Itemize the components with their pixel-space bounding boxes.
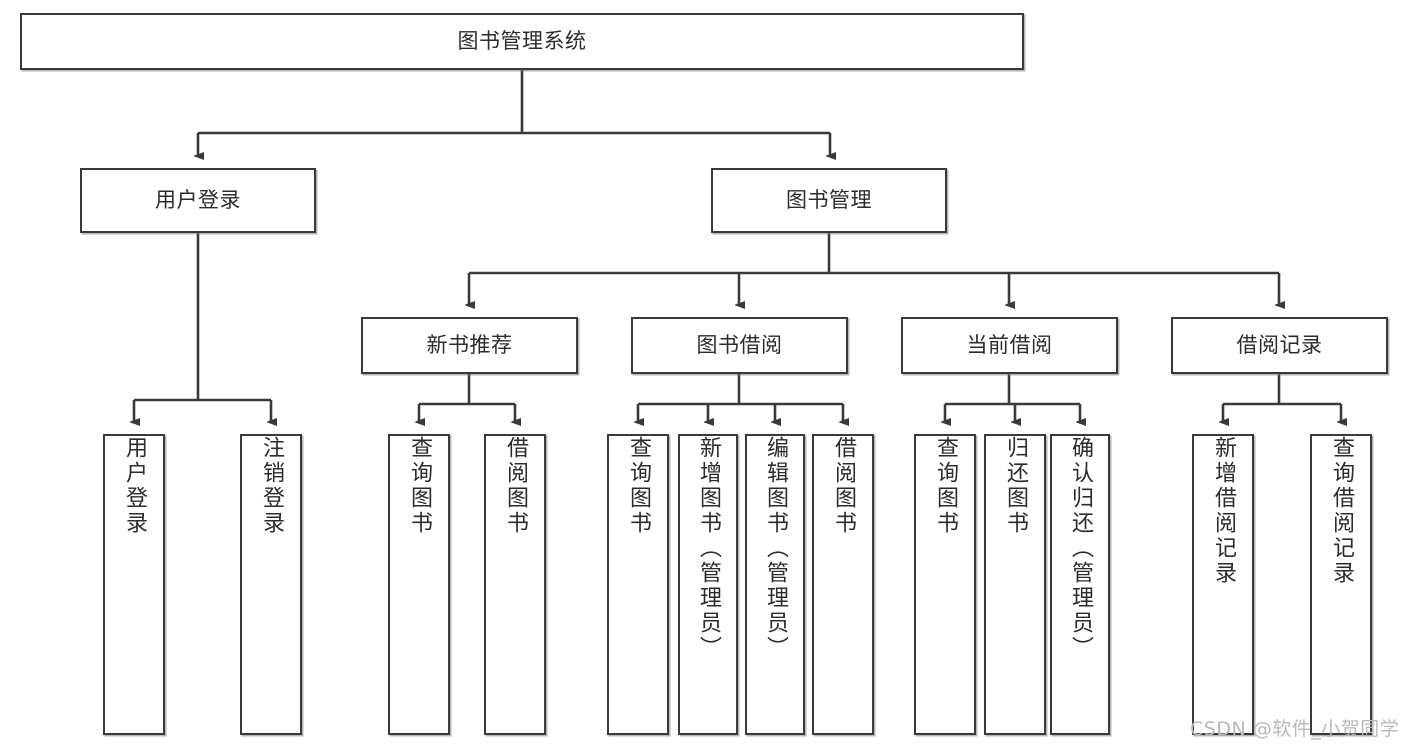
node-borrow-record-label: 借阅记录 xyxy=(1236,333,1323,358)
node-new-book-rec-label: 新书推荐 xyxy=(426,333,513,358)
node-book-manage-label: 图书管理 xyxy=(786,188,872,213)
node-root[interactable]: 图书管理系统 xyxy=(20,13,1024,70)
edge-group-user-login xyxy=(134,233,271,422)
leaf-return-book-label: 归还图书 xyxy=(1003,436,1028,536)
node-user-login[interactable]: 用户登录 xyxy=(80,168,316,233)
node-book-borrow[interactable]: 图书借阅 xyxy=(631,317,848,374)
leaf-query-book-1-label: 查询图书 xyxy=(407,436,432,536)
leaf-add-book-label: 新增图书（管理员） xyxy=(696,436,721,661)
edge-group-root xyxy=(198,70,830,156)
leaf-return-book[interactable]: 归还图书 xyxy=(984,434,1046,735)
leaf-borrow-book-1[interactable]: 借阅图书 xyxy=(484,434,546,735)
edge-group-borrow-record xyxy=(1223,374,1341,422)
leaf-confirm-return[interactable]: 确认归还（管理员） xyxy=(1050,434,1110,735)
leaf-edit-book[interactable]: 编辑图书（管理员） xyxy=(745,434,805,735)
edge-group-book-manage xyxy=(469,233,1279,305)
leaf-user-login-label: 用户登录 xyxy=(122,436,147,536)
node-new-book-rec[interactable]: 新书推荐 xyxy=(361,317,578,374)
leaf-borrow-book-1-label: 借阅图书 xyxy=(503,436,528,536)
leaf-logout-label: 注销登录 xyxy=(259,436,284,536)
node-book-borrow-label: 图书借阅 xyxy=(696,333,783,358)
leaf-query-book-2[interactable]: 查询图书 xyxy=(607,434,669,735)
node-root-label: 图书管理系统 xyxy=(457,29,587,54)
leaf-edit-book-label: 编辑图书（管理员） xyxy=(763,436,788,661)
leaf-add-record[interactable]: 新增借阅记录 xyxy=(1192,434,1254,735)
edge-group-book-borrow xyxy=(638,374,843,422)
leaf-query-book-3-label: 查询图书 xyxy=(933,436,958,536)
node-borrow-record[interactable]: 借阅记录 xyxy=(1171,317,1388,374)
node-current-borrow[interactable]: 当前借阅 xyxy=(901,317,1118,374)
edge-group-new-book-rec xyxy=(419,374,515,422)
leaf-confirm-return-label: 确认归还（管理员） xyxy=(1068,436,1093,661)
leaf-query-record[interactable]: 查询借阅记录 xyxy=(1310,434,1372,735)
edge-group-current-borrow xyxy=(945,374,1080,422)
leaf-add-book[interactable]: 新增图书（管理员） xyxy=(678,434,738,735)
node-book-manage[interactable]: 图书管理 xyxy=(711,168,947,233)
leaf-borrow-book-2[interactable]: 借阅图书 xyxy=(812,434,874,735)
leaf-query-book-2-label: 查询图书 xyxy=(626,436,651,536)
node-current-borrow-label: 当前借阅 xyxy=(966,333,1053,358)
leaf-query-book-3[interactable]: 查询图书 xyxy=(914,434,976,735)
leaf-query-record-label: 查询借阅记录 xyxy=(1329,436,1354,586)
leaf-borrow-book-2-label: 借阅图书 xyxy=(831,436,856,536)
leaf-add-record-label: 新增借阅记录 xyxy=(1211,436,1236,586)
leaf-logout[interactable]: 注销登录 xyxy=(240,434,302,735)
leaf-user-login[interactable]: 用户登录 xyxy=(103,434,165,735)
node-user-login-label: 用户登录 xyxy=(155,188,241,213)
leaf-query-book-1[interactable]: 查询图书 xyxy=(388,434,450,735)
